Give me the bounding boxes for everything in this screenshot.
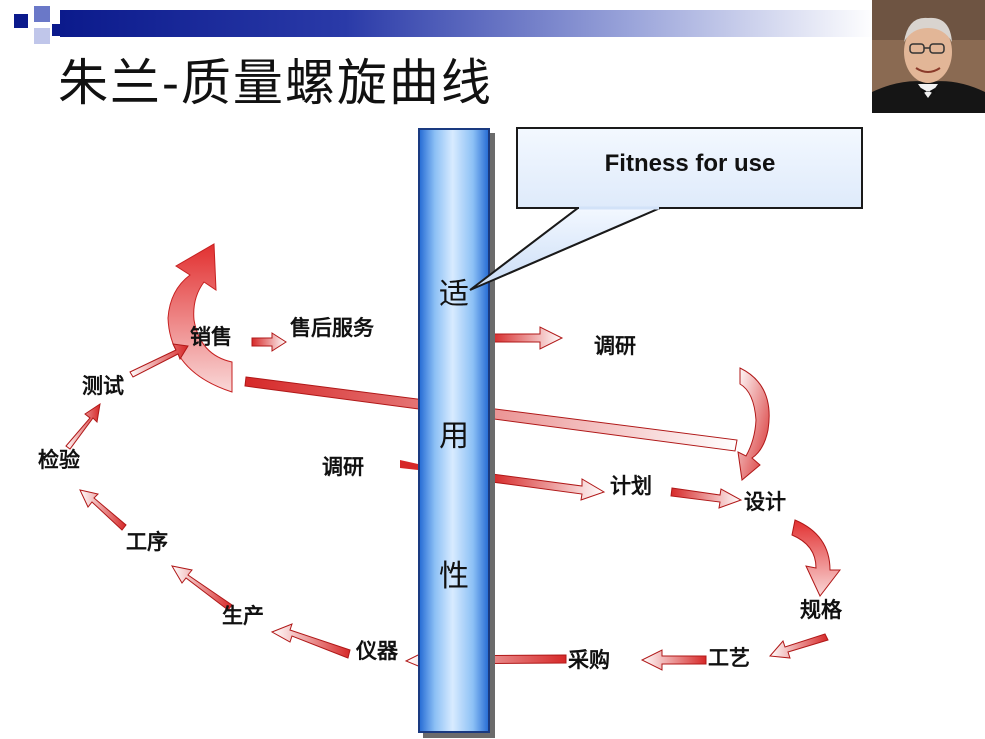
arrow-process-to-inspection (79, 489, 127, 531)
curved-arrow-to-design (737, 367, 770, 481)
column-char: 用 (439, 419, 469, 454)
node-test: 测试 (82, 374, 124, 398)
arrow-sales-to-service (251, 332, 287, 352)
arrow-research-to-plan (400, 460, 606, 501)
curved-arrow-design-to-spec (791, 519, 842, 597)
node-instrument: 仪器 (356, 639, 398, 663)
arrow-plan-to-design (670, 487, 743, 509)
node-production: 生产 (222, 604, 264, 628)
header-square (14, 14, 28, 28)
page-title: 朱兰-质量螺旋曲线 (58, 54, 493, 112)
arrow-inspection-to-test (65, 402, 101, 450)
node-design: 设计 (744, 490, 786, 514)
node-research-mid: 调研 (322, 455, 364, 479)
node-sales: 销售 (190, 325, 232, 349)
arrow-craft-to-purchase (640, 649, 707, 671)
node-inspection: 检验 (38, 448, 80, 472)
header-gradient-bar (60, 10, 875, 37)
long-arrow-sales-to-design (244, 376, 738, 452)
callout-text: Fitness for use (604, 150, 776, 177)
node-research-top: 调研 (594, 334, 636, 358)
header-square (52, 24, 64, 36)
arrow-production-to-process (171, 565, 233, 611)
node-purchase: 采购 (568, 648, 610, 672)
header-square (34, 6, 50, 22)
header-square (34, 28, 50, 44)
arrow-instrument-to-production (270, 623, 351, 659)
curved-arrow-sales (167, 243, 233, 393)
fitness-column: 适 用 性 (418, 128, 490, 733)
node-after-sales-service: 售后服务 (290, 316, 374, 340)
column-char: 适 (439, 277, 469, 312)
node-craft: 工艺 (708, 646, 750, 670)
node-spec: 规格 (800, 598, 842, 622)
arrow-to-research-top (491, 326, 564, 350)
portrait-photo (872, 0, 985, 113)
node-plan: 计划 (610, 474, 652, 498)
arrow-test-to-sales (129, 343, 189, 378)
arrow-spec-to-craft (768, 633, 829, 659)
node-process: 工序 (126, 530, 168, 554)
column-char: 性 (439, 559, 469, 594)
